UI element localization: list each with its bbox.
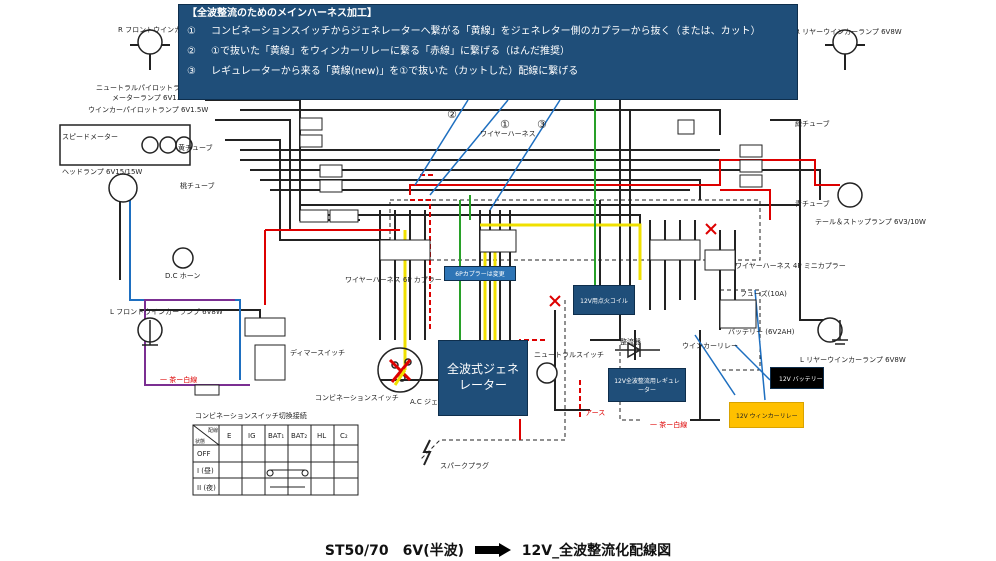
step-text: コンビネーションスイッチからジェネレーターへ繋がる「黄線」をジェネレター側のカプ…	[211, 26, 761, 37]
label-spark-plug: スパークプラグ	[440, 461, 489, 470]
instructions-title: 【全波整流のためのメインハーネス加工】	[187, 8, 377, 19]
label-tube-green: 緑チューブ	[795, 119, 830, 128]
switch-table-grid	[192, 424, 359, 496]
lamp-symbols	[108, 29, 863, 384]
label-wire-harness-6p: ワイヤーハーネス 6P カプラー	[345, 276, 442, 284]
switch-table-header-hl: HL	[317, 432, 326, 440]
label-neutral-pilot: ニュートラルパイロットランプ 6V	[96, 84, 205, 92]
step-number: ②	[187, 46, 196, 57]
diagram-caption: ST50/70 6V(半波) 12V_全波整流化配線図	[0, 540, 996, 560]
step-text: ①で抜いた「黄線」をウィンカーリレーに繋る「赤線」に繋げる（はんだ推奨）	[211, 46, 570, 57]
battery-12v-box: 12V バッテリー	[770, 367, 824, 389]
label-wire-harness: ワイヤーハーネス	[480, 130, 536, 138]
label-neutral-switch: ニュートラルスイッチ	[534, 351, 604, 359]
label-headlamp: ヘッドランプ 6V15/15W	[62, 168, 142, 176]
label-speedometer: スピードメーター	[62, 132, 118, 141]
label-r-front-winker: R フロントウインカーランプ 6V8W	[118, 26, 232, 34]
diode-symbol	[615, 341, 660, 359]
label-wire-note-2: 一 茶ー白線	[650, 420, 687, 429]
callout-2: ①	[500, 118, 510, 131]
step-number: ③	[187, 66, 196, 77]
right-arrow-icon	[474, 543, 511, 557]
switch-table-corner-top: 配線	[208, 427, 218, 434]
instruction-step: ① コンビネーションスイッチからジェネレーターへ繋がる「黄線」をジェネレター側の…	[187, 27, 789, 37]
label-earth: アース	[585, 409, 605, 417]
label-rectifier: 整流器	[620, 337, 641, 346]
label-dc-horn: D.C ホーン	[165, 272, 200, 280]
ground-symbols	[142, 320, 848, 346]
step-number: ①	[187, 26, 196, 37]
label-fuse: フューズ(10A)	[740, 289, 787, 298]
label-l-rear-winker: L リヤーウインカーランプ 6V8W	[800, 356, 906, 364]
label-tube-yellow: 黄チューブ	[178, 143, 213, 152]
instruction-step: ③ レギュレーターから来る「黄線(new)」を①で抜いた（カットした）配線に繋げ…	[187, 67, 789, 77]
switch-table-title: コンビネーションスイッチ切換接続	[195, 411, 307, 420]
red-wiring	[264, 159, 840, 440]
coupler-changed-box: 6Pカプラーは変更	[444, 266, 516, 281]
label-l-front-winker: L フロントウインカーランプ 6V8W	[110, 308, 223, 316]
label-dimmer: ディマースイッチ	[290, 348, 345, 357]
switch-table-header-e: E	[227, 432, 231, 440]
callout-arrows	[414, 99, 771, 401]
label-wire-note-1: 一 茶ー白線	[160, 375, 197, 384]
spark-plug-wire	[422, 439, 432, 466]
switch-table-row-1: I (昼)	[197, 467, 214, 475]
label-winker-relay: ウインカーリレー	[682, 342, 738, 350]
instruction-step: ② ①で抜いた「黄線」をウィンカーリレーに繋る「赤線」に繋げる（はんだ推奨）	[187, 47, 789, 57]
switch-table-header-c2: C₂	[340, 432, 348, 440]
label-meter-lamp: メーターランプ 6V1.5W	[112, 93, 190, 102]
switch-table-corner-bottom: 状態	[195, 438, 205, 445]
wiring-diagram-svg: R フロントウインカーランプ 6V8W R リヤーウインカーランプ 6V8W ニ…	[59, 26, 926, 496]
callout-1: ②	[447, 108, 457, 121]
harness-instructions-panel: 【全波整流のためのメインハーネス加工】 ① コンビネーションスイッチからジェネレ…	[178, 4, 798, 100]
label-combination: コンビネーションスイッチ	[315, 393, 399, 402]
switch-table-header-bat1: BAT₁	[268, 432, 284, 440]
cut-marks	[549, 223, 717, 307]
label-winker-pilot: ウインカーパイロットランプ 6V1.5W	[88, 106, 208, 114]
switch-table-row-off: OFF	[197, 450, 211, 458]
blue-wiring	[129, 190, 241, 380]
label-battery-orig: バッテリー (6V2AH)	[728, 328, 795, 336]
caption-left: ST50/70 6V(半波)	[324, 543, 464, 559]
label-r-rear-winker: R リヤーウインカーランプ 6V8W	[795, 28, 902, 36]
switch-table-header-bat2: BAT₂	[291, 432, 307, 440]
speedometer-symbol	[59, 124, 193, 166]
label-tube-pink: 桃チューブ	[180, 181, 215, 190]
generator-box: 全波式ジェネレーター	[438, 340, 528, 416]
relay-12v-box: 12V ウィンカーリレー	[729, 402, 804, 428]
label-tube-blue: 青チューブ	[795, 199, 830, 208]
switch-table-header-ig: IG	[248, 432, 256, 440]
connector-boxes	[194, 117, 763, 396]
regulator-box: 12V全波整流用レギュレーター	[608, 368, 686, 402]
ignition-coil-box: 12V用点火コイル	[573, 285, 635, 315]
caption-right: 12V_全波整流化配線図	[521, 543, 672, 559]
switch-table-row-2: II (夜)	[197, 483, 216, 492]
step-text: レギュレーターから来る「黄線(new)」を①で抜いた（カットした）配線に繋げる	[211, 66, 579, 77]
label-wire-harness-4p: ワイヤーハーネス 4P ミニカプラー	[735, 262, 846, 270]
label-tail-stop: テール＆ストップランプ 6V3/10W	[815, 218, 926, 226]
callout-3: ③	[537, 118, 547, 131]
